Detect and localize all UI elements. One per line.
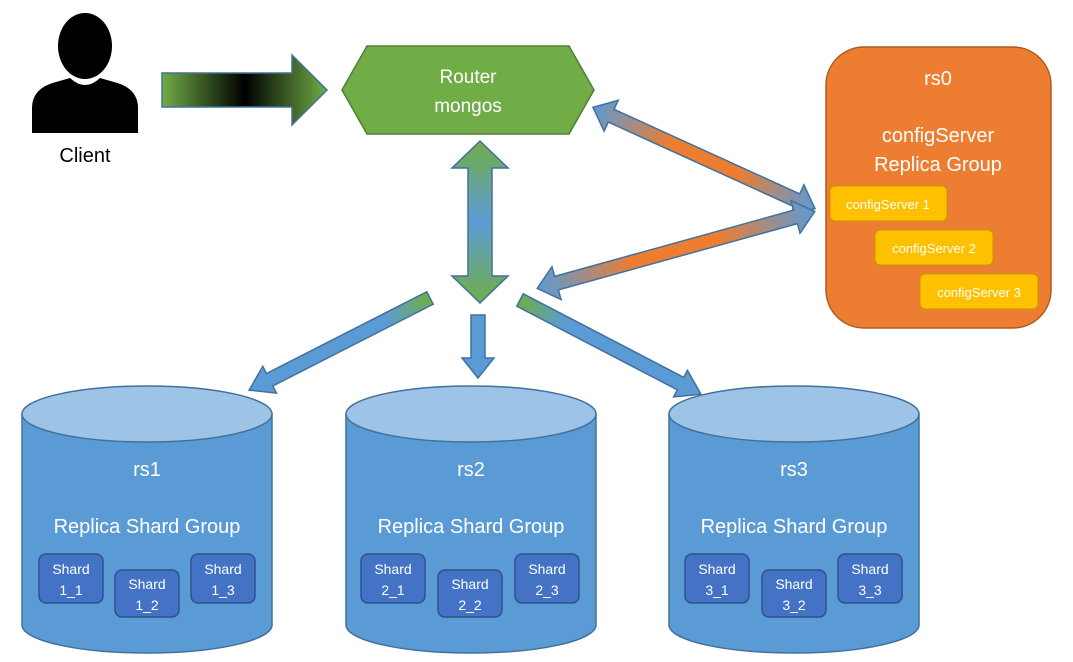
shard-id: 2_3: [535, 582, 559, 598]
shard-node: Shard 1_3: [190, 553, 256, 604]
shard-label: Shard: [374, 561, 411, 577]
shard-node: Shard 2_2: [437, 569, 503, 618]
shard-node: Shard 2_1: [360, 553, 426, 604]
shard-id: 3_2: [782, 597, 806, 613]
shard-group-name: rs1: [133, 459, 161, 481]
shard-group-rs3: rs3 Replica Shard Group Shard 3_1 Shard …: [668, 385, 920, 654]
shard-label: Shard: [698, 561, 735, 577]
config-server-label: configServer 2: [892, 241, 976, 256]
shard-label: Shard: [52, 561, 89, 577]
shard-group-rs1: rs1 Replica Shard Group Shard 1_1 Shard …: [21, 385, 273, 654]
config-group-name: rs0: [924, 68, 952, 90]
shard-label: Shard: [128, 576, 165, 592]
router-node: Router mongos: [341, 45, 595, 135]
shard-label: Shard: [204, 561, 241, 577]
shard-id: 2_1: [381, 582, 405, 598]
shard-label: Shard: [451, 576, 488, 592]
shard-label: Shard: [528, 561, 565, 577]
shard-id: 3_3: [858, 582, 882, 598]
config-server-node: configServer 1: [829, 185, 948, 222]
client-to-router-arrow: [161, 53, 329, 127]
hub-config-double-arrow: [536, 199, 816, 301]
shard-id: 2_2: [458, 597, 482, 613]
shard-node: Shard 2_3: [514, 553, 580, 604]
config-replica-group: rs0 configServer Replica Group configSer…: [825, 46, 1052, 329]
shard-node: Shard 3_1: [684, 553, 750, 604]
hub-to-rs1-arrow: [247, 290, 435, 394]
client-label: Client: [59, 145, 111, 167]
client-person-icon: [32, 13, 138, 133]
shard-node: Shard 3_2: [761, 569, 827, 618]
shard-id: 3_1: [705, 582, 729, 598]
shard-id: 1_1: [59, 582, 83, 598]
config-server-label: configServer 3: [937, 285, 1021, 300]
config-server-node: configServer 2: [874, 229, 994, 266]
shard-id: 1_3: [211, 582, 235, 598]
hub-to-rs2-arrow: [460, 314, 496, 380]
router-config-double-arrow: [591, 99, 817, 217]
config-group-title: configServer: [882, 125, 995, 147]
shard-node: Shard 1_1: [38, 553, 104, 604]
shard-group-name: rs2: [457, 459, 485, 481]
shard-label: Shard: [851, 561, 888, 577]
shard-label: Shard: [775, 576, 812, 592]
shard-id: 1_2: [135, 597, 159, 613]
shard-group-title: Replica Shard Group: [701, 516, 888, 538]
router-title: Router: [439, 67, 497, 88]
shard-group-name: rs3: [780, 459, 808, 481]
shard-group-title: Replica Shard Group: [378, 516, 565, 538]
shard-node: Shard 3_3: [837, 553, 903, 604]
shard-node: Shard 1_2: [114, 569, 180, 618]
router-subtitle: mongos: [434, 96, 502, 117]
config-server-label: configServer 1: [846, 197, 930, 212]
shard-group-title: Replica Shard Group: [54, 516, 241, 538]
config-server-node: configServer 3: [919, 273, 1039, 310]
config-group-subtitle: Replica Group: [874, 154, 1002, 176]
router-hub-double-arrow: [450, 139, 510, 305]
hub-to-rs3-arrow: [515, 292, 703, 398]
shard-group-rs2: rs2 Replica Shard Group Shard 2_1 Shard …: [345, 385, 597, 654]
